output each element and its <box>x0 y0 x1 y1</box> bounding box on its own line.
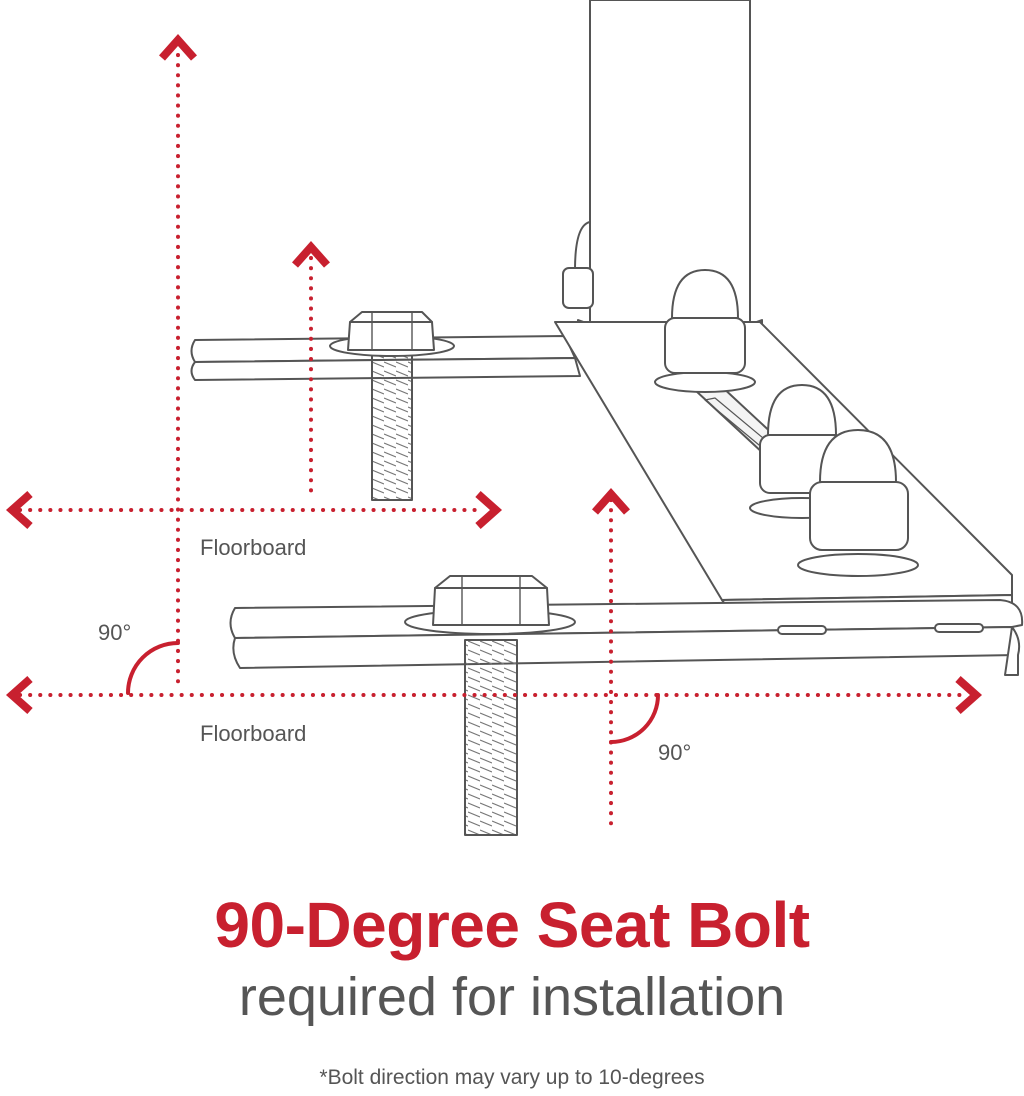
floorboard-label-upper: Floorboard <box>200 535 307 560</box>
arrowhead-right <box>475 491 503 529</box>
arrowhead-up <box>592 487 630 515</box>
footnote: *Bolt direction may vary up to 10-degree… <box>319 1066 705 1089</box>
lower-bolt <box>404 575 576 836</box>
mount-line-art <box>190 0 1024 836</box>
arrowhead-up <box>159 33 197 61</box>
angle-label-right: 90° <box>658 740 692 765</box>
lower-plate <box>229 599 1024 676</box>
cap-nut <box>797 429 919 577</box>
arrowhead-left <box>5 676 33 714</box>
angle-arc-right <box>609 693 660 744</box>
angle-arc-left <box>126 641 180 695</box>
headline-title: 90-Degree Seat Bolt <box>214 889 810 961</box>
upper-bolt <box>329 311 455 501</box>
cap-nut <box>562 221 594 309</box>
cap-nut <box>654 269 756 393</box>
floorboard-label-lower: Floorboard <box>200 721 307 746</box>
reference-guides <box>5 33 983 830</box>
seat-bolt-diagram <box>5 0 1024 836</box>
angle-label-left: 90° <box>98 620 132 645</box>
headline-subtitle: required for installation <box>238 967 786 1027</box>
arrowhead-left <box>5 491 33 529</box>
arrowhead-up <box>292 240 330 268</box>
arrowhead-right <box>955 676 983 714</box>
